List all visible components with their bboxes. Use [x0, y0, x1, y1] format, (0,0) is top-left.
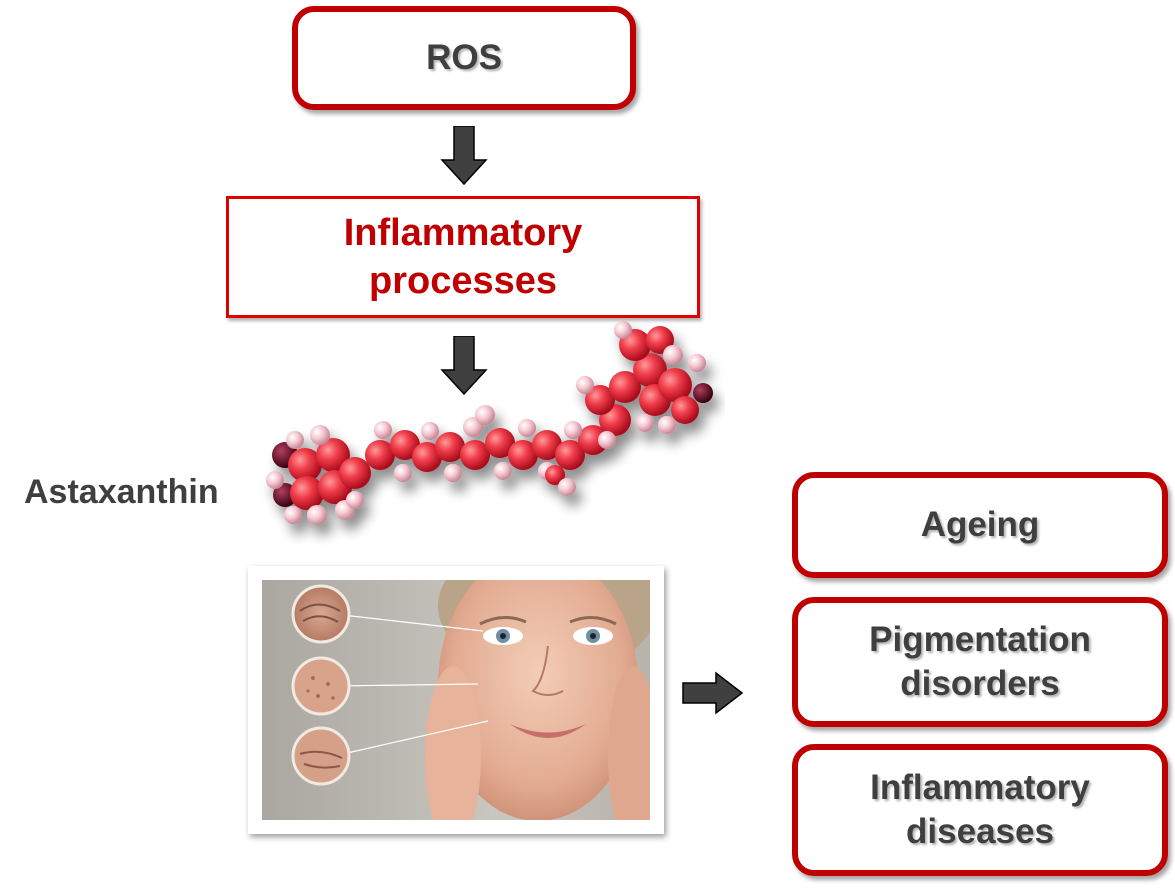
ageing-box: Ageing: [792, 472, 1168, 578]
astaxanthin-molecule-icon: [266, 321, 713, 525]
skin-face-photo: [248, 566, 664, 834]
inflammatory-diseases-line2: diseases: [906, 812, 1054, 851]
down-arrow-icon: [440, 336, 488, 396]
ros-box: ROS: [292, 6, 636, 110]
ageing-label: Ageing: [920, 505, 1040, 544]
inflammatory-diseases-line1: Inflammatory: [870, 768, 1090, 807]
inflammatory-diseases-box: Inflammatory diseases: [792, 744, 1168, 876]
down-arrow-icon: [440, 126, 488, 186]
pigmentation-disorders-box: Pigmentation disorders: [792, 597, 1168, 727]
astaxanthin-label: Astaxanthin: [24, 473, 219, 511]
inflammatory-processes-line2: processes: [368, 260, 557, 302]
pigmentation-line2: disorders: [900, 664, 1060, 703]
pigmentation-line1: Pigmentation: [869, 620, 1091, 659]
right-arrow-icon: [682, 671, 744, 715]
inflammatory-processes-line1: Inflammatory: [343, 212, 583, 254]
ros-label: ROS: [426, 38, 502, 77]
inflammatory-processes-box: Inflammatory processes: [226, 196, 700, 318]
